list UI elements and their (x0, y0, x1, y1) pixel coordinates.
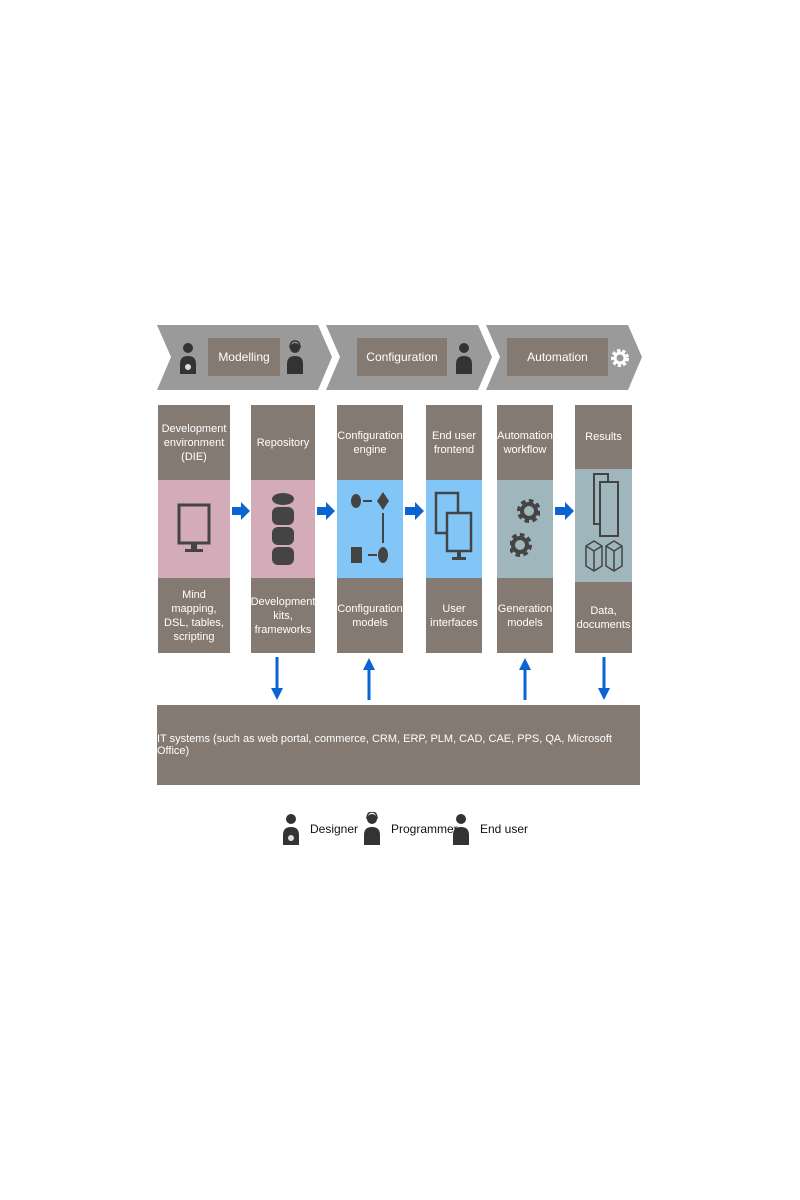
programmer-icon (287, 340, 303, 374)
column-subtitle: User interfaces (426, 578, 482, 653)
column-subtitle: Mind mapping, DSL, tables, scripting (158, 578, 230, 653)
column-subtitle: Configuration models (337, 578, 403, 653)
column-subtitle: Generation models (497, 578, 553, 653)
legend-end-user: End user (452, 812, 528, 846)
phase-automation: Automation (507, 338, 608, 376)
phase-modelling: Modelling (208, 338, 280, 376)
monitor-icon (177, 503, 211, 552)
column-results: Results Data, documents (575, 405, 632, 653)
column-title: Development environment (DIE) (158, 405, 230, 480)
legend-label: Designer (310, 822, 359, 836)
end-user-icon (456, 343, 472, 374)
gears-icon (510, 499, 540, 557)
legend-programmer: Programmer (363, 812, 458, 846)
legend-label: End user (480, 822, 529, 836)
legend-label: Programmer (391, 822, 458, 836)
designer-icon (180, 343, 196, 374)
screens-icon (434, 491, 473, 560)
legend-designer: Designer (282, 812, 358, 846)
database-icon (272, 493, 294, 565)
column-title: End user frontend (426, 405, 482, 480)
column-title: Automation workflow (497, 405, 553, 480)
column-title: Configuration engine (337, 405, 403, 480)
column-configuration-engine: Configuration engine Configuration model… (337, 405, 403, 653)
end-user-icon (453, 814, 469, 845)
programmer-icon (364, 812, 380, 845)
column-title: Results (575, 405, 632, 469)
column-title: Repository (251, 405, 315, 480)
documents-icon (584, 472, 623, 572)
gear-icon (611, 349, 629, 367)
column-repository: Repository Development kits, frameworks (251, 405, 315, 653)
column-automation-workflow: Automation workflow Generation models (497, 405, 553, 653)
flow-icon (351, 492, 389, 563)
column-end-user-frontend: End user frontend User interfaces (426, 405, 482, 653)
it-systems-bar: IT systems (such as web portal, commerce… (157, 705, 640, 785)
designer-icon (283, 814, 299, 845)
column-development-environment: Development environment (DIE) Mind mappi… (158, 405, 230, 653)
column-subtitle: Data, documents (575, 582, 632, 653)
phase-configuration: Configuration (357, 338, 447, 376)
column-subtitle: Development kits, frameworks (251, 578, 315, 653)
